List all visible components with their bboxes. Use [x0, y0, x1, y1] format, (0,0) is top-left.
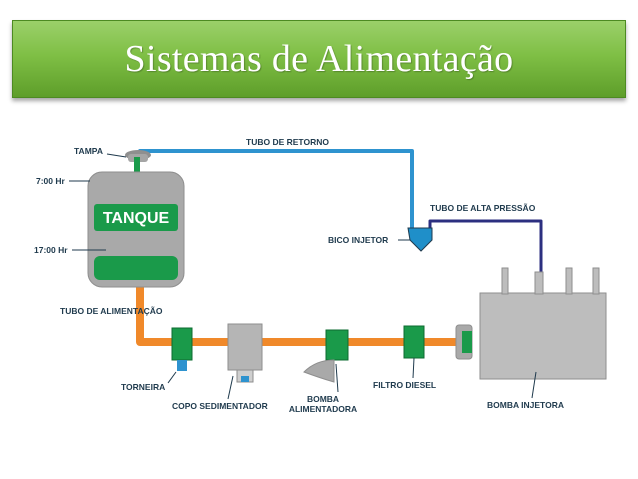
slide-title: Sistemas de Alimentação — [124, 38, 514, 80]
hr1700-label: 17:00 Hr — [34, 245, 68, 255]
tubo-alta-pressao-label: TUBO DE ALTA PRESSÃO — [430, 203, 536, 213]
filtro-diesel-label: FILTRO DIESEL — [373, 380, 436, 390]
bico-injetor-label: BICO INJETOR — [328, 235, 388, 245]
tubo-alimentacao-label: TUBO DE ALIMENTAÇÃO — [60, 306, 163, 316]
title-banner: Sistemas de Alimentação — [12, 20, 626, 98]
tampa-leader — [106, 153, 127, 158]
injection-pump — [455, 267, 607, 399]
feed-pipe — [136, 285, 470, 346]
torneira-label: TORNEIRA — [121, 382, 165, 392]
diesel-filter — [403, 325, 425, 379]
bomba-injetora-label: BOMBA INJETORA — [487, 400, 564, 410]
hr700-label: 7:00 Hr — [36, 176, 66, 186]
bomba-label-line2: ALIMENTADORA — [289, 404, 357, 414]
feed-pump — [303, 329, 349, 393]
bomba-label-line1: BOMBA — [307, 394, 339, 404]
valve-torneira — [167, 327, 193, 384]
injector-nozzle — [398, 227, 433, 252]
tubo-retorno-label: TUBO DE RETORNO — [246, 137, 329, 147]
tanque-label: TANQUE — [103, 210, 170, 227]
sediment-bowl — [227, 323, 263, 400]
fuel-tank — [87, 150, 185, 288]
high-pressure-pipe — [428, 219, 543, 278]
tampa-label: TAMPA — [74, 146, 103, 156]
copo-sedimentador-label: COPO SEDIMENTADOR — [172, 401, 268, 411]
